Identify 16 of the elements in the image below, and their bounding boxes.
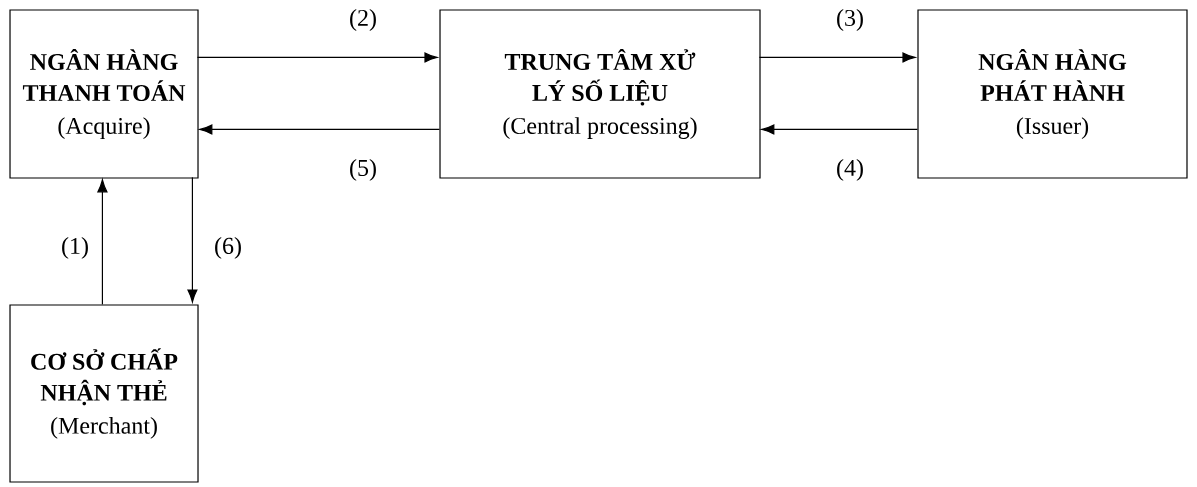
edge-label: (5) — [350, 159, 376, 181]
edge-label: (3) — [837, 9, 863, 31]
arrow — [97, 179, 108, 305]
edge-label: (4) — [837, 159, 863, 181]
process-box: NGÂN HÀNG THANH TOÁN (Acquire) — [9, 9, 199, 179]
arrow — [196, 52, 438, 63]
edge-label: (2) — [350, 9, 376, 31]
process-box: CƠ SỞ CHẤP NHẬN THẺ (Merchant) — [9, 304, 199, 483]
arrow — [187, 176, 198, 303]
process-box: TRUNG TÂM XỬ LÝ SỐ LIỆU (Central processing) — [439, 9, 761, 179]
arrow — [761, 124, 918, 135]
edge-label: (6) — [215, 237, 241, 259]
arrow — [758, 52, 916, 63]
edge-label: (1) — [62, 237, 88, 259]
process-box: NGÂN HÀNG PHÁT HÀNH (Issuer) — [917, 9, 1188, 179]
arrow — [199, 124, 440, 135]
